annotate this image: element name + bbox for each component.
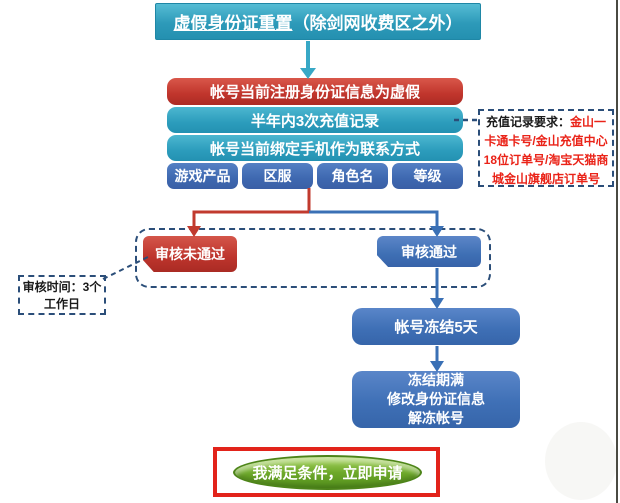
unfreeze-line3: 解冻帐号 xyxy=(408,410,464,426)
review-fail-tag: 审核未通过 xyxy=(143,236,237,272)
field-level: 等级 xyxy=(392,163,463,189)
step-recharge-record: 半年内3次充值记录 xyxy=(167,107,463,133)
title-main-text: 虚假身份证重置 xyxy=(173,14,293,33)
unfreeze-node: 冻结期满 修改身份证信息 解冻帐号 xyxy=(352,371,520,428)
detail-fields-row: 游戏产品 区服 角色名 等级 xyxy=(167,163,463,189)
unfreeze-line1: 冻结期满 xyxy=(408,372,464,388)
freeze-node: 帐号冻结5天 xyxy=(352,308,520,345)
apply-now-button[interactable]: 我满足条件，立即申请 xyxy=(233,455,422,490)
step-fake-id-info: 帐号当前注册身份证信息为虚假 xyxy=(167,78,463,105)
connector-fail-branch xyxy=(192,188,311,227)
recharge-requirement-note: 充值记录要求：金山一卡通卡号/金山充值中心18位订单号/淘宝天猫商城金山旗舰店订… xyxy=(478,109,614,187)
review-time-note: 审核时间：3个 工作日 xyxy=(18,275,106,315)
flowchart-title: 虚假身份证重置（除剑网收费区之外） xyxy=(155,3,481,40)
background-smudge xyxy=(545,422,617,500)
recharge-note-detail: 金山一卡通卡号/金山充值中心18位订单号/淘宝天猫商城金山旗舰店订单号 xyxy=(483,115,609,186)
review-pass-tag: 审核通过 xyxy=(377,236,481,267)
unfreeze-line2: 修改身份证信息 xyxy=(387,391,485,407)
field-game-product: 游戏产品 xyxy=(167,163,238,189)
review-time-line2: 工作日 xyxy=(43,297,80,311)
recharge-note-prefix: 充值记录要求： xyxy=(485,115,570,129)
review-time-line1: 审核时间：3个 xyxy=(22,280,102,294)
right-edge-border xyxy=(616,0,618,503)
field-server: 区服 xyxy=(242,163,313,189)
field-role-name: 角色名 xyxy=(317,163,388,189)
title-suffix-text: （除剑网收费区之外） xyxy=(292,14,463,33)
step-bound-phone: 帐号当前绑定手机作为联系方式 xyxy=(167,135,463,161)
connector-pass-branch xyxy=(309,210,439,227)
